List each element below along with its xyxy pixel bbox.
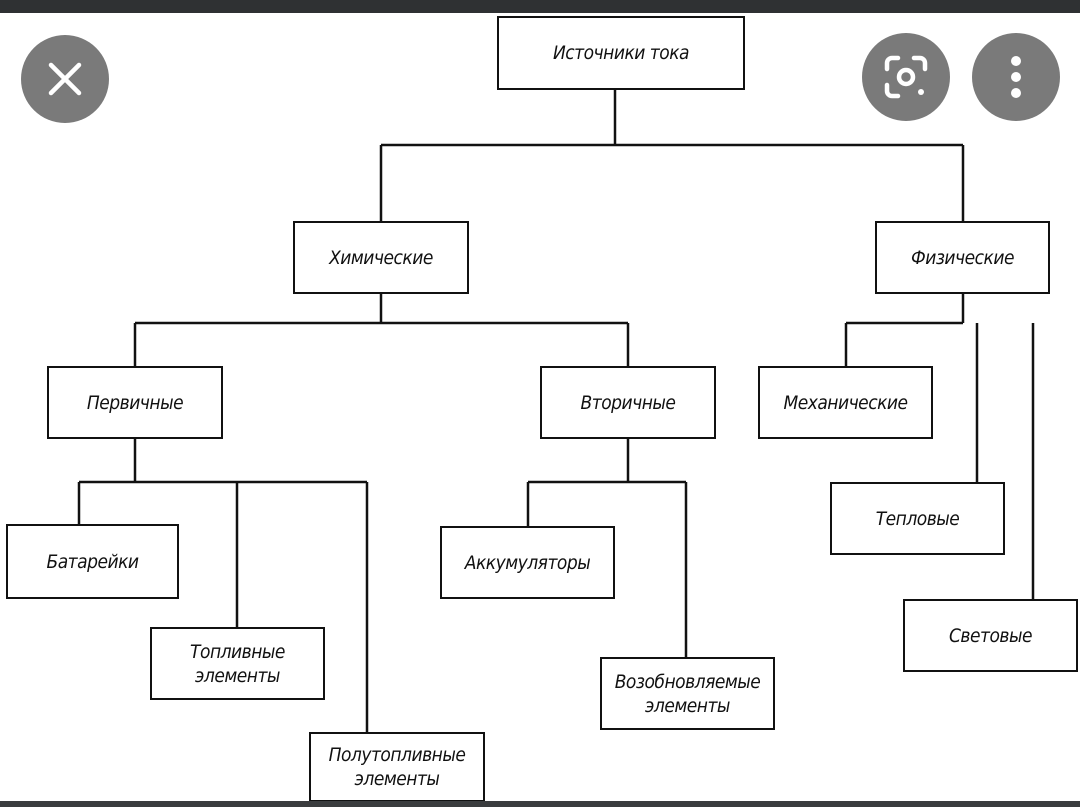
node-physical: Физические (875, 221, 1050, 294)
node-fuel-cells: Топливные элементы (150, 627, 325, 700)
node-primary: Первичные (47, 366, 223, 439)
node-batteries: Батарейки (6, 524, 179, 599)
more-options-button[interactable] (972, 33, 1060, 121)
top-status-bar (0, 0, 1080, 13)
node-accumulators: Аккумуляторы (440, 526, 615, 599)
close-icon (48, 62, 82, 96)
node-light: Световые (903, 599, 1078, 672)
node-thermal: Тепловые (830, 482, 1005, 555)
node-chemical: Химические (293, 221, 469, 294)
lens-search-button[interactable] (862, 33, 950, 121)
node-mechanical: Механические (758, 366, 933, 439)
node-renewable-cells: Возобновляемые элементы (600, 657, 775, 730)
node-semi-fuel-cells: Полутопливные элементы (309, 732, 485, 802)
node-secondary: Вторичные (540, 366, 716, 439)
lens-search-icon (884, 55, 928, 99)
more-vert-icon (1011, 56, 1021, 98)
bottom-bar (0, 801, 1080, 807)
close-button[interactable] (21, 35, 109, 123)
node-root: Источники тока (497, 16, 745, 90)
